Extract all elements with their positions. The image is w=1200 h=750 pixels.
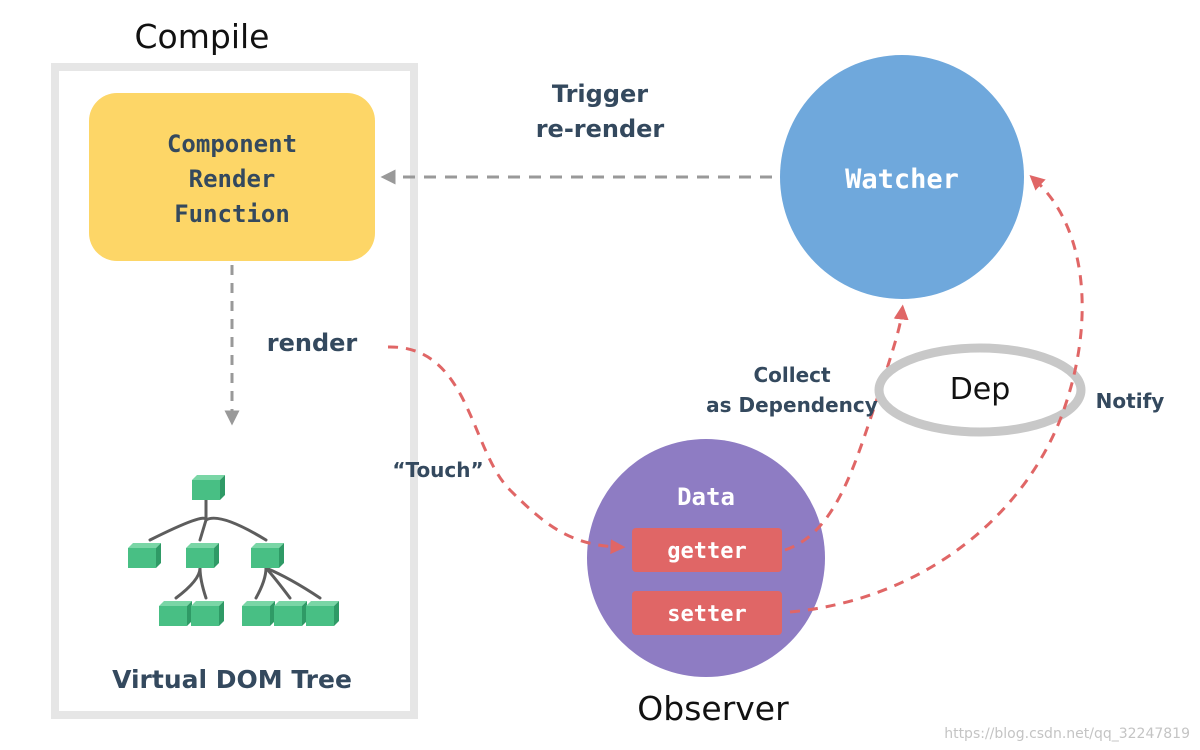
getter-label: getter — [667, 539, 746, 564]
vdom-cube — [159, 601, 192, 626]
watcher-label: Watcher — [845, 164, 959, 195]
render-label: render — [267, 329, 358, 357]
watcher-node — [780, 55, 1024, 299]
vdom-tree-nodes — [128, 475, 339, 626]
touch-arrow — [387, 345, 626, 555]
vdom-cube — [306, 601, 339, 626]
notify-label: Notify — [1096, 389, 1165, 413]
collect-dependency-arrow — [784, 304, 909, 552]
compile-title: Compile — [135, 17, 270, 56]
setter-box — [632, 591, 782, 635]
vdom-cube — [128, 543, 161, 568]
render-function-node: Component Render Function — [89, 93, 375, 261]
trigger-label-2: re-render — [536, 115, 665, 143]
touch-label: “Touch” — [392, 458, 483, 482]
setter-label: setter — [667, 602, 746, 627]
render-function-label-3: Function — [174, 200, 290, 228]
watermark: https://blog.csdn.net/qq_32247819 — [944, 726, 1190, 742]
vdom-cube — [191, 601, 224, 626]
getter-box — [632, 528, 782, 572]
vdom-cube — [186, 543, 219, 568]
vdom-cube-root — [192, 475, 225, 500]
render-function-label-2: Render — [189, 165, 276, 193]
vdom-label: Virtual DOM Tree — [112, 665, 352, 694]
vdom-cube — [242, 601, 275, 626]
dep-node — [874, 343, 1086, 437]
render-function-label-1: Component — [167, 130, 297, 158]
data-label: Data — [677, 483, 735, 511]
vdom-tree-branches — [148, 498, 322, 600]
vdom-cube — [251, 543, 284, 568]
collect-label-2: as Dependency — [706, 393, 878, 417]
compile-panel — [51, 63, 418, 719]
vdom-tree-icon — [128, 475, 339, 626]
trigger-label-1: Trigger — [552, 80, 648, 108]
render-function-box — [89, 93, 375, 261]
dep-label: Dep — [950, 372, 1011, 407]
collect-label-1: Collect — [753, 363, 831, 387]
notify-arrow — [789, 174, 1084, 614]
observer-title: Observer — [637, 689, 789, 728]
vdom-cube — [274, 601, 307, 626]
